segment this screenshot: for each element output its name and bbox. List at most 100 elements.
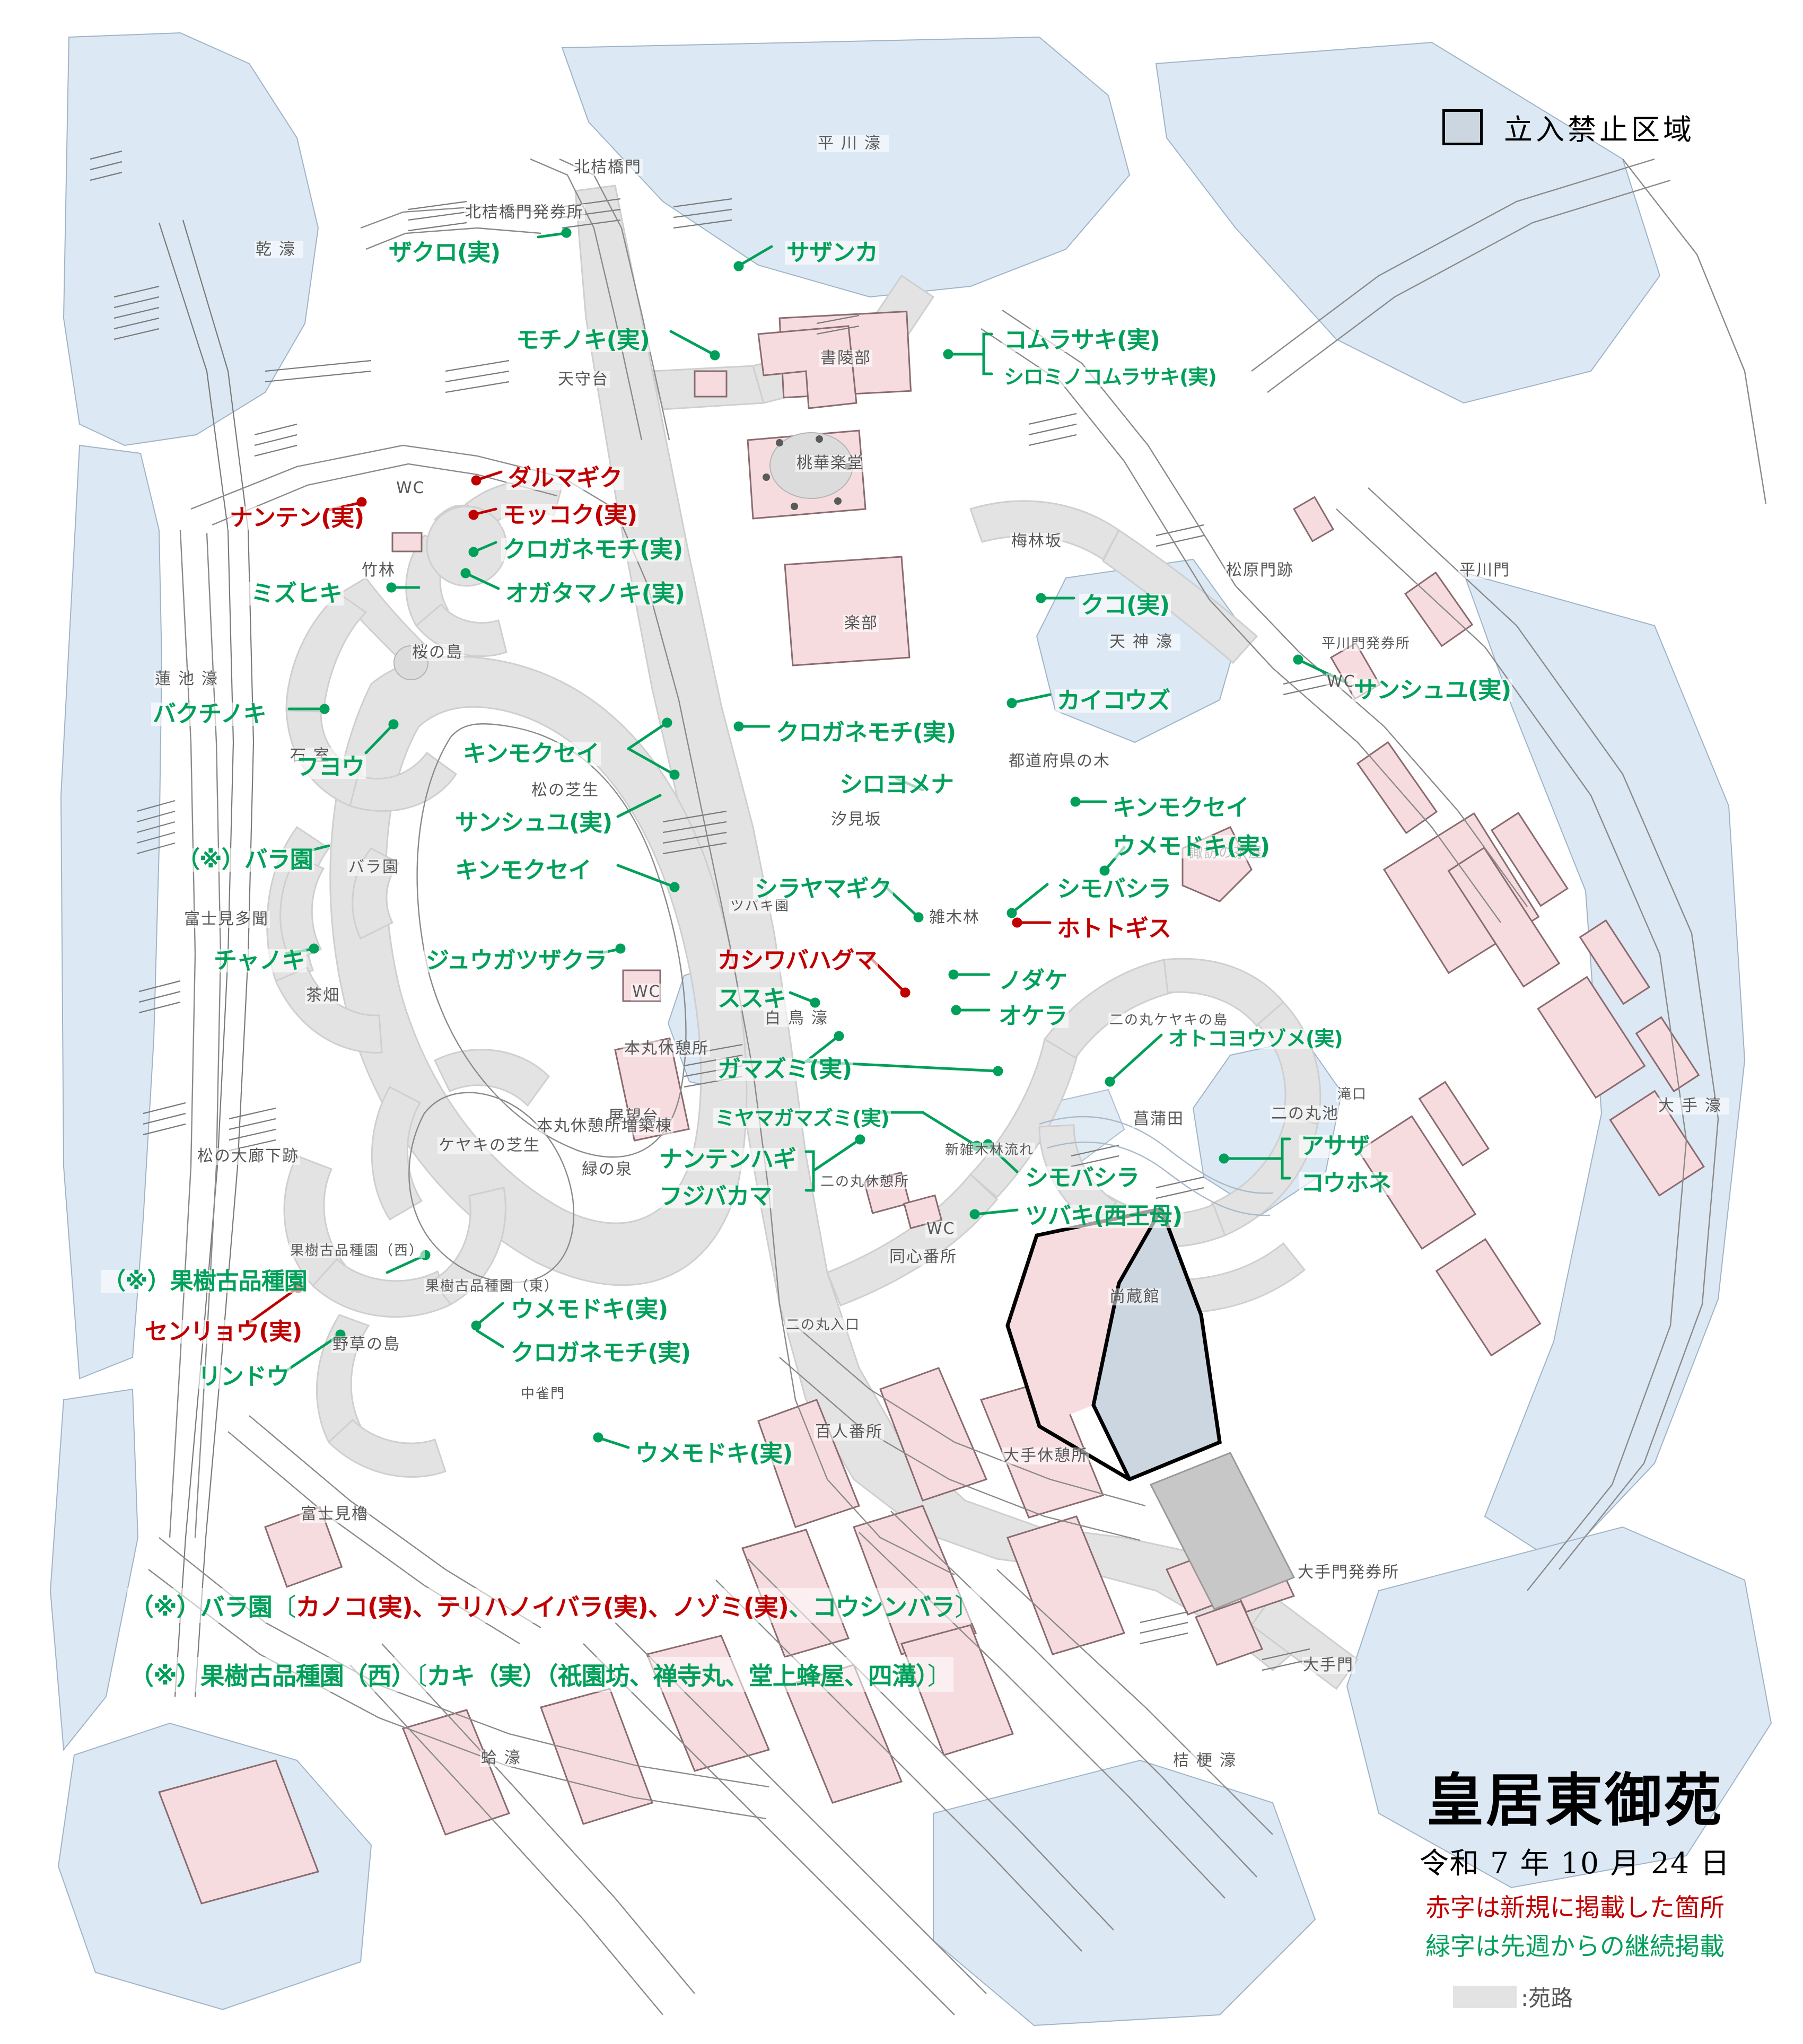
place-label: 松の大廊下跡 bbox=[196, 1147, 300, 1165]
place-label: 松の芝生 bbox=[530, 781, 600, 800]
plant-label: ホトトギス bbox=[1055, 917, 1172, 941]
place-label: 本丸休憩所増築棟 bbox=[536, 1117, 673, 1135]
plant-label: アサザ bbox=[1299, 1135, 1371, 1158]
plant-label: リンドウ bbox=[196, 1365, 291, 1389]
place-label: 楽部 bbox=[843, 614, 879, 633]
page-title: 皇居東御苑 bbox=[1426, 1767, 1723, 1834]
place-label: 平川濠 bbox=[817, 134, 889, 153]
plant-label: （※）バラ園 bbox=[175, 848, 314, 872]
footnote-orchard-west: （※）果樹古品種園（西）〔カキ（実）（祇園坊、禅寺丸、堂上蜂屋、四溝）〕 bbox=[127, 1657, 953, 1692]
place-label: 滝口 bbox=[1336, 1086, 1369, 1102]
place-label: WC bbox=[925, 1220, 957, 1238]
no-entry-swatch bbox=[1442, 109, 1483, 145]
place-label: 大手門発券所 bbox=[1297, 1563, 1401, 1582]
plant-label: チャノキ bbox=[212, 949, 307, 972]
place-label: 桜の島 bbox=[411, 643, 464, 662]
place-label: 二の丸休憩所 bbox=[819, 1174, 911, 1190]
plant-label: ウメモドキ(実) bbox=[634, 1442, 794, 1466]
place-label: 蓮池濠 bbox=[154, 670, 226, 688]
plant-label: オケラ bbox=[997, 1005, 1069, 1028]
plant-label: クロガネモチ(実) bbox=[509, 1341, 693, 1365]
place-label: 書陵部 bbox=[819, 349, 872, 367]
plant-label: ミヤマガマズミ(実) bbox=[713, 1108, 891, 1128]
plant-label: サンシュユ(実) bbox=[453, 811, 614, 835]
road-key: :苑路 bbox=[1453, 1980, 1573, 2013]
place-label: 富士見櫓 bbox=[300, 1505, 370, 1523]
place-label: WC bbox=[395, 479, 426, 497]
plant-label: ザクロ(実) bbox=[387, 241, 502, 265]
plant-label: サンシュユ(実) bbox=[1352, 679, 1513, 702]
footnote-segment: カノコ(実)、テリハノイバラ(実)、ノゾミ(実) bbox=[295, 1593, 789, 1621]
plant-label: センリョウ(実) bbox=[143, 1320, 304, 1344]
place-label: 野草の島 bbox=[331, 1335, 401, 1354]
plant-label: フヨウ bbox=[294, 756, 366, 779]
place-label: ツバキ園 bbox=[729, 898, 791, 914]
plant-label: （※）果樹古品種園 bbox=[101, 1270, 309, 1293]
place-label: 果樹古品種園（東） bbox=[424, 1278, 561, 1294]
place-label: 汐見坂 bbox=[830, 810, 883, 829]
place-label: 乾濠 bbox=[255, 240, 303, 259]
footnote-segment: 〕 bbox=[955, 1593, 979, 1621]
plant-label: モッコク(実) bbox=[501, 504, 639, 527]
plant-label: ススキ bbox=[716, 987, 787, 1011]
plant-label: クロガネモチ(実) bbox=[501, 538, 685, 562]
place-label: 二の丸池 bbox=[1270, 1104, 1340, 1123]
plant-label: カシワバハグマ bbox=[716, 949, 879, 972]
title-block: 皇居東御苑 令和 7 年 10 月 24 日 赤字は新規に掲載した箇所 緑字は先… bbox=[1411, 1767, 1739, 1962]
plant-label: ウメモドキ(実) bbox=[1111, 835, 1272, 858]
plant-label: サザンカ bbox=[785, 241, 879, 265]
footnote-segment: 〔 bbox=[272, 1593, 296, 1621]
plant-label: キンモクセイ bbox=[461, 742, 601, 766]
place-label: 果樹古品種園（西） bbox=[289, 1243, 425, 1259]
place-label: 大手休憩所 bbox=[1002, 1446, 1089, 1465]
plant-label: キンモクセイ bbox=[453, 859, 593, 882]
place-label: バラ園 bbox=[347, 858, 400, 876]
place-label: 平川門 bbox=[1458, 561, 1511, 580]
plant-label: ナンテンハギ bbox=[658, 1148, 798, 1171]
plant-label: カイコウズ bbox=[1055, 689, 1172, 713]
place-label: 桔梗濠 bbox=[1172, 1751, 1244, 1770]
restricted-fill bbox=[1093, 1209, 1220, 1479]
place-label: 大手門 bbox=[1302, 1656, 1355, 1674]
place-label: 中雀門 bbox=[520, 1386, 567, 1402]
plant-label: バクチノキ bbox=[151, 703, 268, 726]
map-date: 令和 7 年 10 月 24 日 bbox=[1419, 1846, 1731, 1881]
place-label: 雑木林 bbox=[928, 908, 981, 927]
plant-label: オガタマノキ(実) bbox=[504, 582, 686, 606]
place-label: ケヤキの芝生 bbox=[437, 1136, 541, 1155]
plant-label: ミズヒキ bbox=[249, 582, 344, 606]
place-label: 都道府県の木 bbox=[1008, 752, 1111, 770]
place-label: 富士見多聞 bbox=[183, 910, 270, 928]
place-label: 蛤濠 bbox=[480, 1749, 529, 1767]
plant-label: モチノキ(実) bbox=[514, 329, 651, 352]
footnote-segment: カキ（実）（祇園坊、禅寺丸、堂上蜂屋、四溝） bbox=[426, 1662, 928, 1690]
plant-label: ナンテン(実) bbox=[228, 506, 366, 530]
footnote-segment: 、コウシンバラ bbox=[788, 1593, 955, 1621]
place-label: 白鳥濠 bbox=[764, 1009, 836, 1028]
place-label: 松原門跡 bbox=[1225, 561, 1295, 580]
road-swatch bbox=[1453, 1985, 1517, 2008]
plant-label: コムラサキ(実) bbox=[1002, 329, 1162, 352]
plant-label: オトコヨウゾメ(実) bbox=[1167, 1029, 1344, 1049]
place-label: 本丸休憩所 bbox=[623, 1039, 710, 1058]
place-label: WC bbox=[1326, 672, 1357, 691]
plant-label: シモバシラ bbox=[1023, 1166, 1141, 1190]
place-label: 大手濠 bbox=[1657, 1096, 1729, 1115]
place-label: 平川門発券所 bbox=[1320, 636, 1412, 652]
plant-label: ツバキ(西王母) bbox=[1023, 1205, 1184, 1228]
no-entry-label: 立入禁止区域 bbox=[1504, 113, 1695, 146]
plant-label: フジバカマ bbox=[658, 1185, 774, 1208]
plant-label: ウメモドキ(実) bbox=[509, 1298, 670, 1321]
place-label: 同心番所 bbox=[888, 1248, 958, 1266]
place-label: 菖蒲田 bbox=[1132, 1110, 1185, 1128]
plant-label: コウホネ bbox=[1299, 1172, 1393, 1195]
plant-label: キンモクセイ bbox=[1111, 796, 1250, 820]
ote-road bbox=[1149, 1452, 1296, 1610]
footnote-segment: 〕 bbox=[927, 1662, 952, 1690]
footnote-segment: （※）バラ園 bbox=[129, 1593, 273, 1621]
shozokan-fill bbox=[1008, 1209, 1161, 1426]
footnote-rose-garden: （※）バラ園〔カノコ(実)、テリハノイバラ(実)、ノゾミ(実)、コウシンバラ〕 bbox=[127, 1588, 981, 1623]
plant-label: ガマズミ(実) bbox=[716, 1058, 854, 1081]
place-label: 新雑木林流れ bbox=[944, 1142, 1036, 1158]
